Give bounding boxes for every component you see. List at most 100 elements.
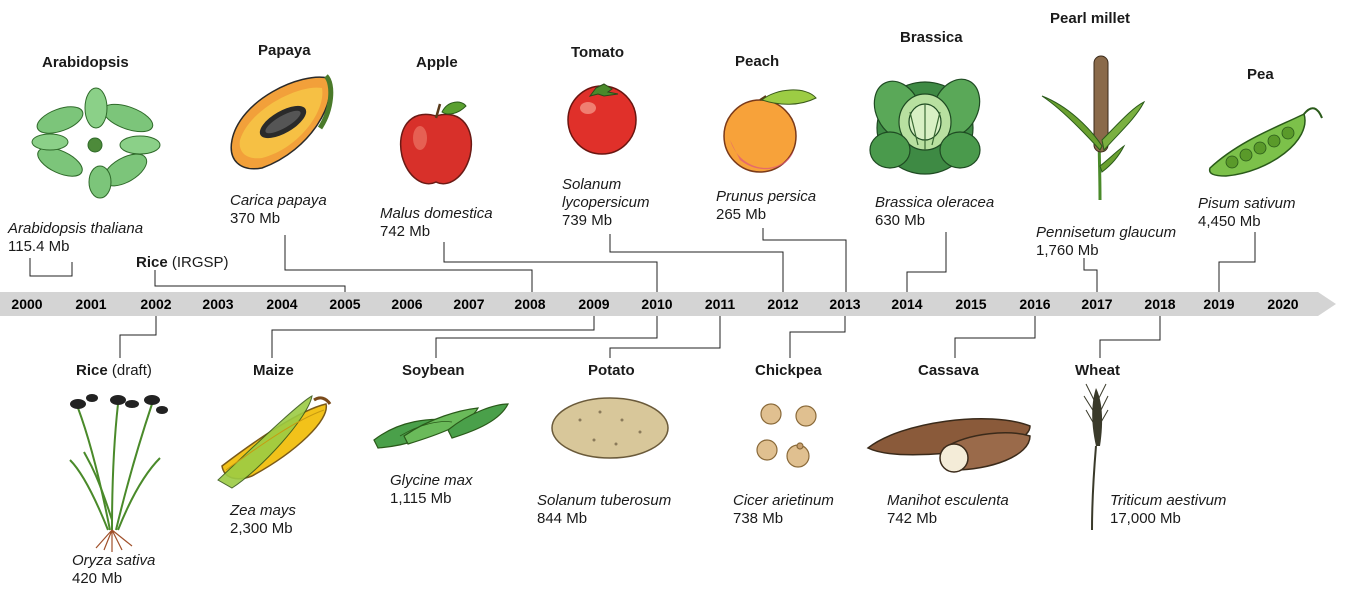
info-peach: Prunus persica 265 Mb (716, 188, 816, 224)
year-2011: 2011 (705, 296, 736, 312)
info-brassica: Brassica oleracea 630 Mb (875, 194, 994, 230)
potato-illustration (552, 398, 668, 458)
year-2010: 2010 (641, 296, 672, 312)
genome-size-cassava: 742 Mb (887, 510, 1009, 528)
year-2013: 2013 (829, 296, 860, 312)
peach-illustration (724, 90, 816, 172)
connector-tomato (610, 234, 783, 292)
scientific-apple: Malus domestica (380, 205, 493, 223)
rice-plant-illustration (70, 394, 168, 552)
label-peach: Peach (735, 53, 779, 71)
genome-size-wheat: 17,000 Mb (1110, 510, 1226, 528)
year-2014: 2014 (891, 296, 922, 312)
label-pea: Pea (1247, 66, 1274, 84)
connector-rice-draft (120, 316, 156, 358)
connector-chickpea (790, 316, 845, 358)
tomato-illustration (568, 84, 636, 154)
year-2004: 2004 (266, 296, 297, 312)
info-tomato: Solanum lycopersicum 739 Mb (562, 176, 650, 230)
genome-size-brassica: 630 Mb (875, 212, 994, 230)
label-tomato: Tomato (571, 44, 624, 62)
year-2000: 2000 (11, 296, 42, 312)
label-arabidopsis: Arabidopsis (42, 54, 129, 72)
cassava-illustration (868, 419, 1030, 472)
genome-size-maize: 2,300 Mb (230, 520, 296, 538)
genome-size-arabidopsis: 115.4 Mb (8, 238, 143, 256)
connector-maize (272, 316, 594, 358)
year-2003: 2003 (202, 296, 233, 312)
scientific-soybean: Glycine max (390, 472, 473, 490)
year-2002: 2002 (140, 296, 171, 312)
connector-soybean (436, 316, 657, 358)
info-arabidopsis: Arabidopsis thaliana 115.4 Mb (8, 220, 143, 256)
info-apple: Malus domestica 742 Mb (380, 205, 493, 241)
connector-pea (1219, 232, 1255, 292)
label-rice-draft: Rice (draft) (76, 362, 152, 380)
info-potato: Solanum tuberosum 844 Mb (537, 492, 671, 528)
year-2005: 2005 (329, 296, 360, 312)
info-chickpea: Cicer arietinum 738 Mb (733, 492, 834, 528)
year-axis: 2000 2001 2002 2003 2004 2005 2006 2007 … (11, 296, 1298, 312)
genome-size-rice: 420 Mb (72, 570, 155, 588)
label-apple: Apple (416, 54, 458, 72)
year-2007: 2007 (453, 296, 484, 312)
genome-size-potato: 844 Mb (537, 510, 671, 528)
label-soybean: Soybean (402, 362, 465, 380)
genome-size-chickpea: 738 Mb (733, 510, 834, 528)
connector-arabidopsis (30, 258, 72, 276)
scientific-tomato: Solanum lycopersicum (562, 176, 650, 212)
genome-size-pea: 4,450 Mb (1198, 213, 1296, 231)
connector-papaya (285, 235, 532, 292)
pearl-millet-illustration (1042, 56, 1144, 200)
apple-illustration (401, 102, 472, 184)
connector-peach (763, 228, 846, 292)
label-cassava: Cassava (918, 362, 979, 380)
scientific-peach: Prunus persica (716, 188, 816, 206)
connector-brassica (907, 232, 946, 292)
maize-illustration (218, 396, 330, 488)
scientific-rice: Oryza sativa (72, 552, 155, 570)
info-wheat: Triticum aestivum 17,000 Mb (1110, 492, 1226, 528)
connector-wheat (1100, 316, 1160, 358)
year-2008: 2008 (514, 296, 545, 312)
chickpea-illustration (757, 404, 816, 467)
info-pea: Pisum sativum 4,450 Mb (1198, 195, 1296, 231)
genome-size-papaya: 370 Mb (230, 210, 327, 228)
label-brassica: Brassica (900, 29, 963, 47)
scientific-papaya: Carica papaya (230, 192, 327, 210)
genome-size-apple: 742 Mb (380, 223, 493, 241)
connector-cassava (955, 316, 1035, 358)
connector-rice-irgsp (155, 270, 345, 292)
scientific-wheat: Triticum aestivum (1110, 492, 1226, 510)
genome-size-soybean: 1,115 Mb (390, 490, 473, 508)
scientific-chickpea: Cicer arietinum (733, 492, 834, 510)
info-papaya: Carica papaya 370 Mb (230, 192, 327, 228)
soybean-illustration (374, 404, 508, 448)
year-2009: 2009 (578, 296, 609, 312)
year-2001: 2001 (75, 296, 106, 312)
scientific-maize: Zea mays (230, 502, 296, 520)
info-soybean: Glycine max 1,115 Mb (390, 472, 473, 508)
info-rice-draft: Oryza sativa 420 Mb (72, 552, 155, 588)
scientific-pea: Pisum sativum (1198, 195, 1296, 213)
year-2018: 2018 (1144, 296, 1175, 312)
label-wheat: Wheat (1075, 362, 1120, 380)
scientific-potato: Solanum tuberosum (537, 492, 671, 510)
year-2006: 2006 (391, 296, 422, 312)
connector-apple (444, 242, 657, 292)
info-cassava: Manihot esculenta 742 Mb (887, 492, 1009, 528)
brassica-illustration (865, 72, 988, 174)
genome-size-tomato: 739 Mb (562, 212, 650, 230)
year-2019: 2019 (1203, 296, 1234, 312)
papaya-illustration (231, 76, 331, 169)
connector-potato (610, 316, 720, 358)
year-2015: 2015 (955, 296, 986, 312)
genome-size-peach: 265 Mb (716, 206, 816, 224)
label-chickpea: Chickpea (755, 362, 822, 380)
connectors-bottom (120, 316, 1160, 358)
wheat-illustration (1084, 384, 1108, 530)
label-rice-irgsp: Rice (IRGSP) (136, 254, 229, 272)
info-maize: Zea mays 2,300 Mb (230, 502, 296, 538)
info-pearl-millet: Pennisetum glaucum 1,760 Mb (1036, 224, 1176, 260)
